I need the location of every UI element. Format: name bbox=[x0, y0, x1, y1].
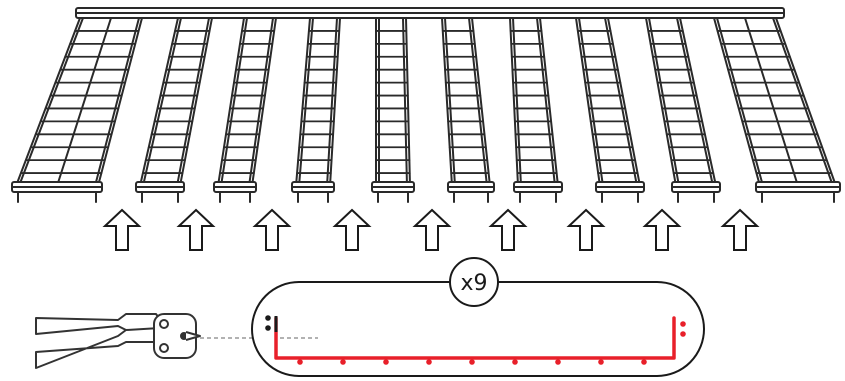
rack-ladder bbox=[509, 17, 563, 203]
wire-rack bbox=[11, 7, 841, 203]
cut-point-dot bbox=[555, 359, 561, 365]
hollow-up-arrow-icon bbox=[720, 208, 760, 251]
wire-end-dot bbox=[265, 325, 271, 331]
hollow-up-arrow-icon bbox=[252, 208, 292, 251]
cut-point-dot bbox=[297, 359, 303, 365]
rack-ladder bbox=[645, 17, 721, 203]
multiplier-label: x9 bbox=[460, 271, 487, 296]
hollow-up-arrow-icon bbox=[642, 208, 682, 251]
cut-point-dot bbox=[340, 359, 346, 365]
rack-ladder bbox=[441, 17, 495, 203]
cut-point-dot bbox=[469, 359, 475, 365]
multiplier-badge bbox=[449, 257, 499, 307]
wire-end-dot bbox=[680, 331, 686, 337]
cut-point-dot bbox=[512, 359, 518, 365]
rack-ladder bbox=[713, 17, 841, 203]
rack-ladder bbox=[575, 17, 645, 203]
cut-callout: x9 bbox=[251, 257, 705, 377]
cut-point-dot bbox=[383, 359, 389, 365]
rack-ladder bbox=[135, 17, 213, 203]
cut-point-dot bbox=[598, 359, 604, 365]
push-arrows bbox=[102, 208, 760, 251]
hollow-up-arrow-icon bbox=[332, 208, 372, 251]
rack-ladder bbox=[291, 17, 341, 203]
cut-point-dot bbox=[426, 359, 432, 365]
hollow-up-arrow-icon bbox=[412, 208, 452, 251]
hollow-up-arrow-icon bbox=[176, 208, 216, 251]
cut-point-dot bbox=[641, 359, 647, 365]
bolt-cutter-icon bbox=[35, 313, 262, 369]
rack-ladder bbox=[371, 17, 415, 203]
hollow-up-arrow-icon bbox=[102, 208, 142, 251]
wire-end-dot bbox=[265, 315, 271, 321]
rack-ladder bbox=[11, 17, 143, 203]
cut-wire bbox=[274, 316, 676, 360]
cut-points bbox=[297, 359, 647, 365]
hollow-up-arrow-icon bbox=[488, 208, 528, 251]
hollow-up-arrow-icon bbox=[566, 208, 606, 251]
rack-ladder bbox=[213, 17, 277, 203]
wire-end-dot bbox=[680, 321, 686, 327]
